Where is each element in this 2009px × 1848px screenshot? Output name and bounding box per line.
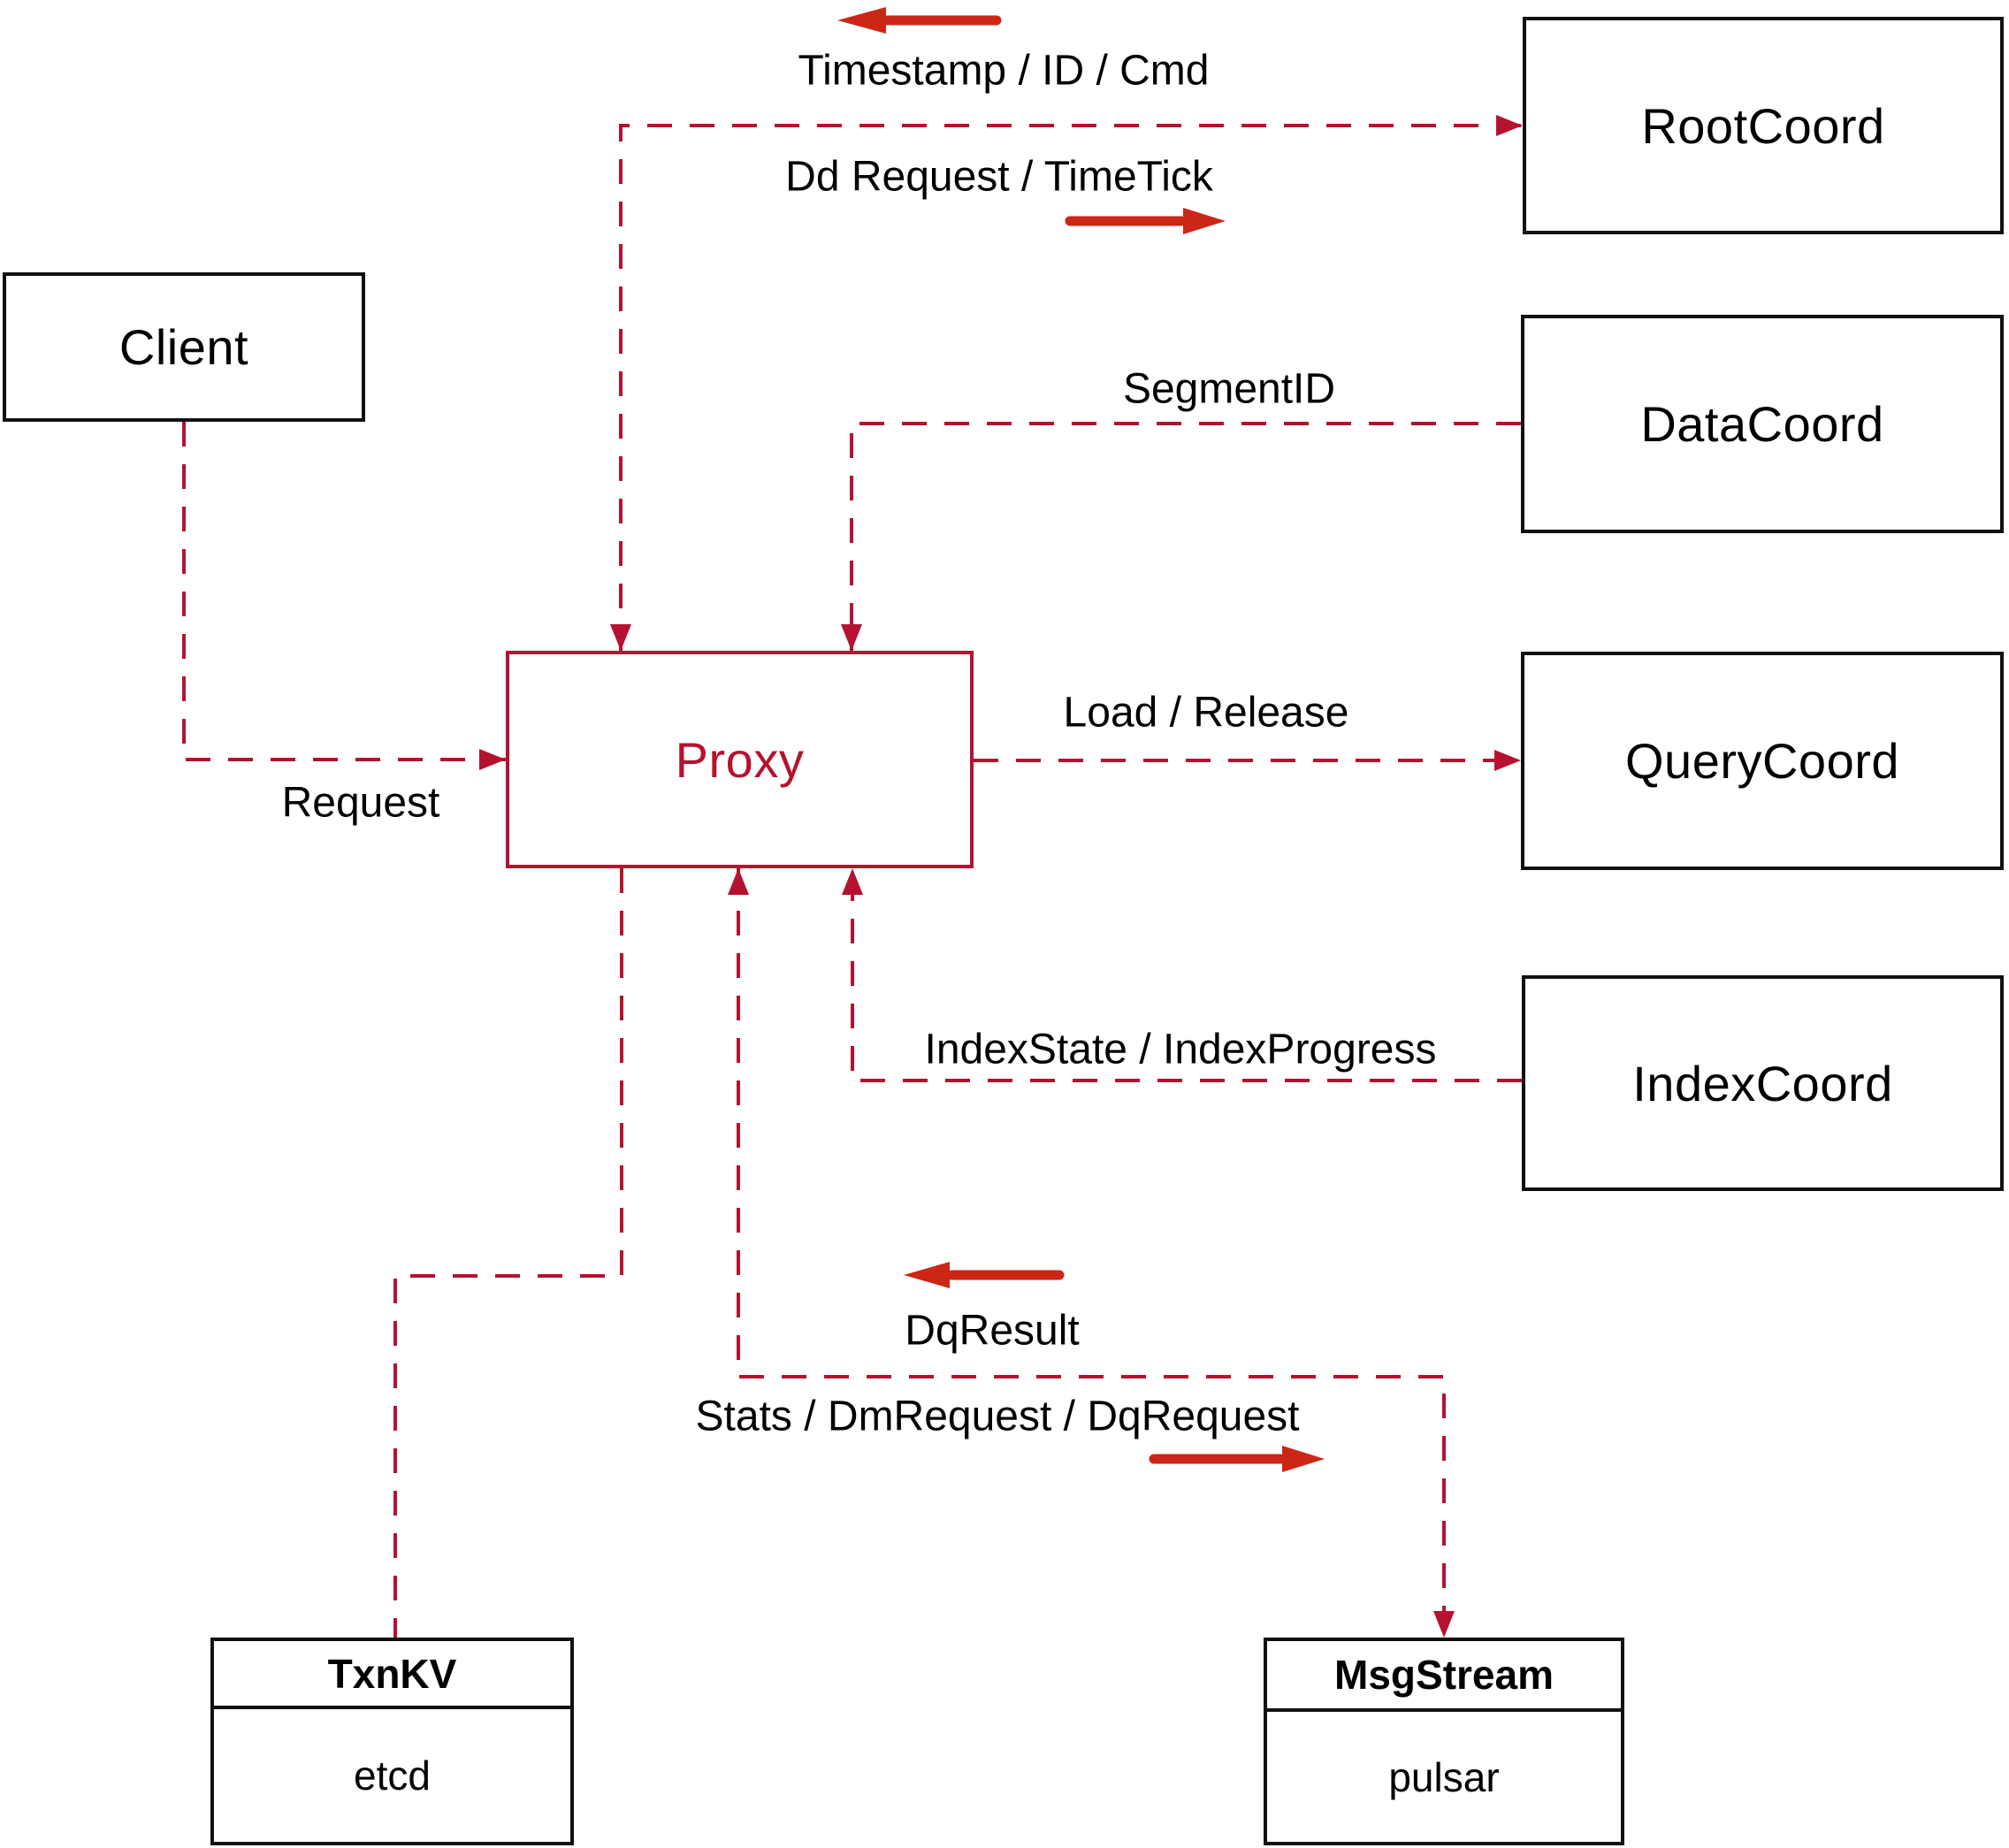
edge-label-segmentid: SegmentID <box>1122 365 1336 413</box>
edge-label-request: Request <box>281 779 440 827</box>
arrowhead-into-msgstream <box>1433 1611 1455 1638</box>
node-msgstream-impl: pulsar <box>1388 1753 1500 1800</box>
node-indexcoord: IndexCoord <box>1522 975 2004 1191</box>
edge-indexcoord-proxy <box>851 868 1522 1082</box>
node-txnkv-impl: etcd <box>354 1753 431 1798</box>
node-txnkv: TxnKV etcd <box>210 1638 574 1845</box>
node-datacoord: DataCoord <box>1521 315 2004 533</box>
node-client-label: Client <box>118 319 249 375</box>
arrowhead-into-proxy-top-left <box>610 624 631 651</box>
node-txnkv-title: TxnKV <box>214 1641 570 1709</box>
node-msgstream-title: MsgStream <box>1267 1641 1621 1712</box>
arrowhead-into-rootcoord <box>1496 115 1523 136</box>
node-indexcoord-label: IndexCoord <box>1632 1055 1893 1111</box>
node-rootcoord-label: RootCoord <box>1641 97 1885 154</box>
arrowhead-into-querycoord <box>1494 750 1521 771</box>
arrowhead-into-proxy-bottom-middle <box>728 868 749 895</box>
direction-arrow-right-stats <box>1149 1446 1325 1472</box>
node-proxy: Proxy <box>506 651 974 868</box>
edge-label-indexstate-indexprogress: IndexState / IndexProgress <box>924 1026 1437 1073</box>
node-msgstream: MsgStream pulsar <box>1264 1638 1624 1845</box>
direction-arrow-right-ddrequest <box>1065 208 1226 234</box>
edge-label-timestamp-id-cmd: Timestamp / ID / Cmd <box>798 47 1210 95</box>
arrowhead-into-proxy-left <box>479 749 506 770</box>
edge-label-dd-request-timetick: Dd Request / TimeTick <box>785 153 1213 201</box>
edge-datacoord-proxy <box>850 422 1521 651</box>
node-proxy-label: Proxy <box>675 731 805 788</box>
edge-label-stats-dmrequest-dqrequest: Stats / DmRequest / DqRequest <box>695 1393 1300 1440</box>
node-querycoord-label: QueryCoord <box>1624 733 1900 789</box>
arrowhead-into-proxy-top-right <box>841 624 862 651</box>
direction-arrow-left-dqresult <box>904 1262 1065 1288</box>
edge-client-proxy <box>182 422 506 761</box>
edge-label-load-release: Load / Release <box>1063 689 1349 737</box>
node-client: Client <box>3 272 365 422</box>
edge-proxy-rootcoord <box>619 124 1523 651</box>
edge-label-dqresult: DqResult <box>905 1307 1080 1355</box>
edge-proxy-txnkv <box>393 868 623 1638</box>
node-querycoord: QueryCoord <box>1521 652 2004 870</box>
node-datacoord-label: DataCoord <box>1640 396 1884 452</box>
edge-proxy-msgstream <box>737 868 1446 1638</box>
node-rootcoord: RootCoord <box>1523 17 2004 234</box>
arrowhead-into-proxy-bottom-right <box>842 868 863 895</box>
direction-arrow-left-timestamp <box>837 7 1002 34</box>
